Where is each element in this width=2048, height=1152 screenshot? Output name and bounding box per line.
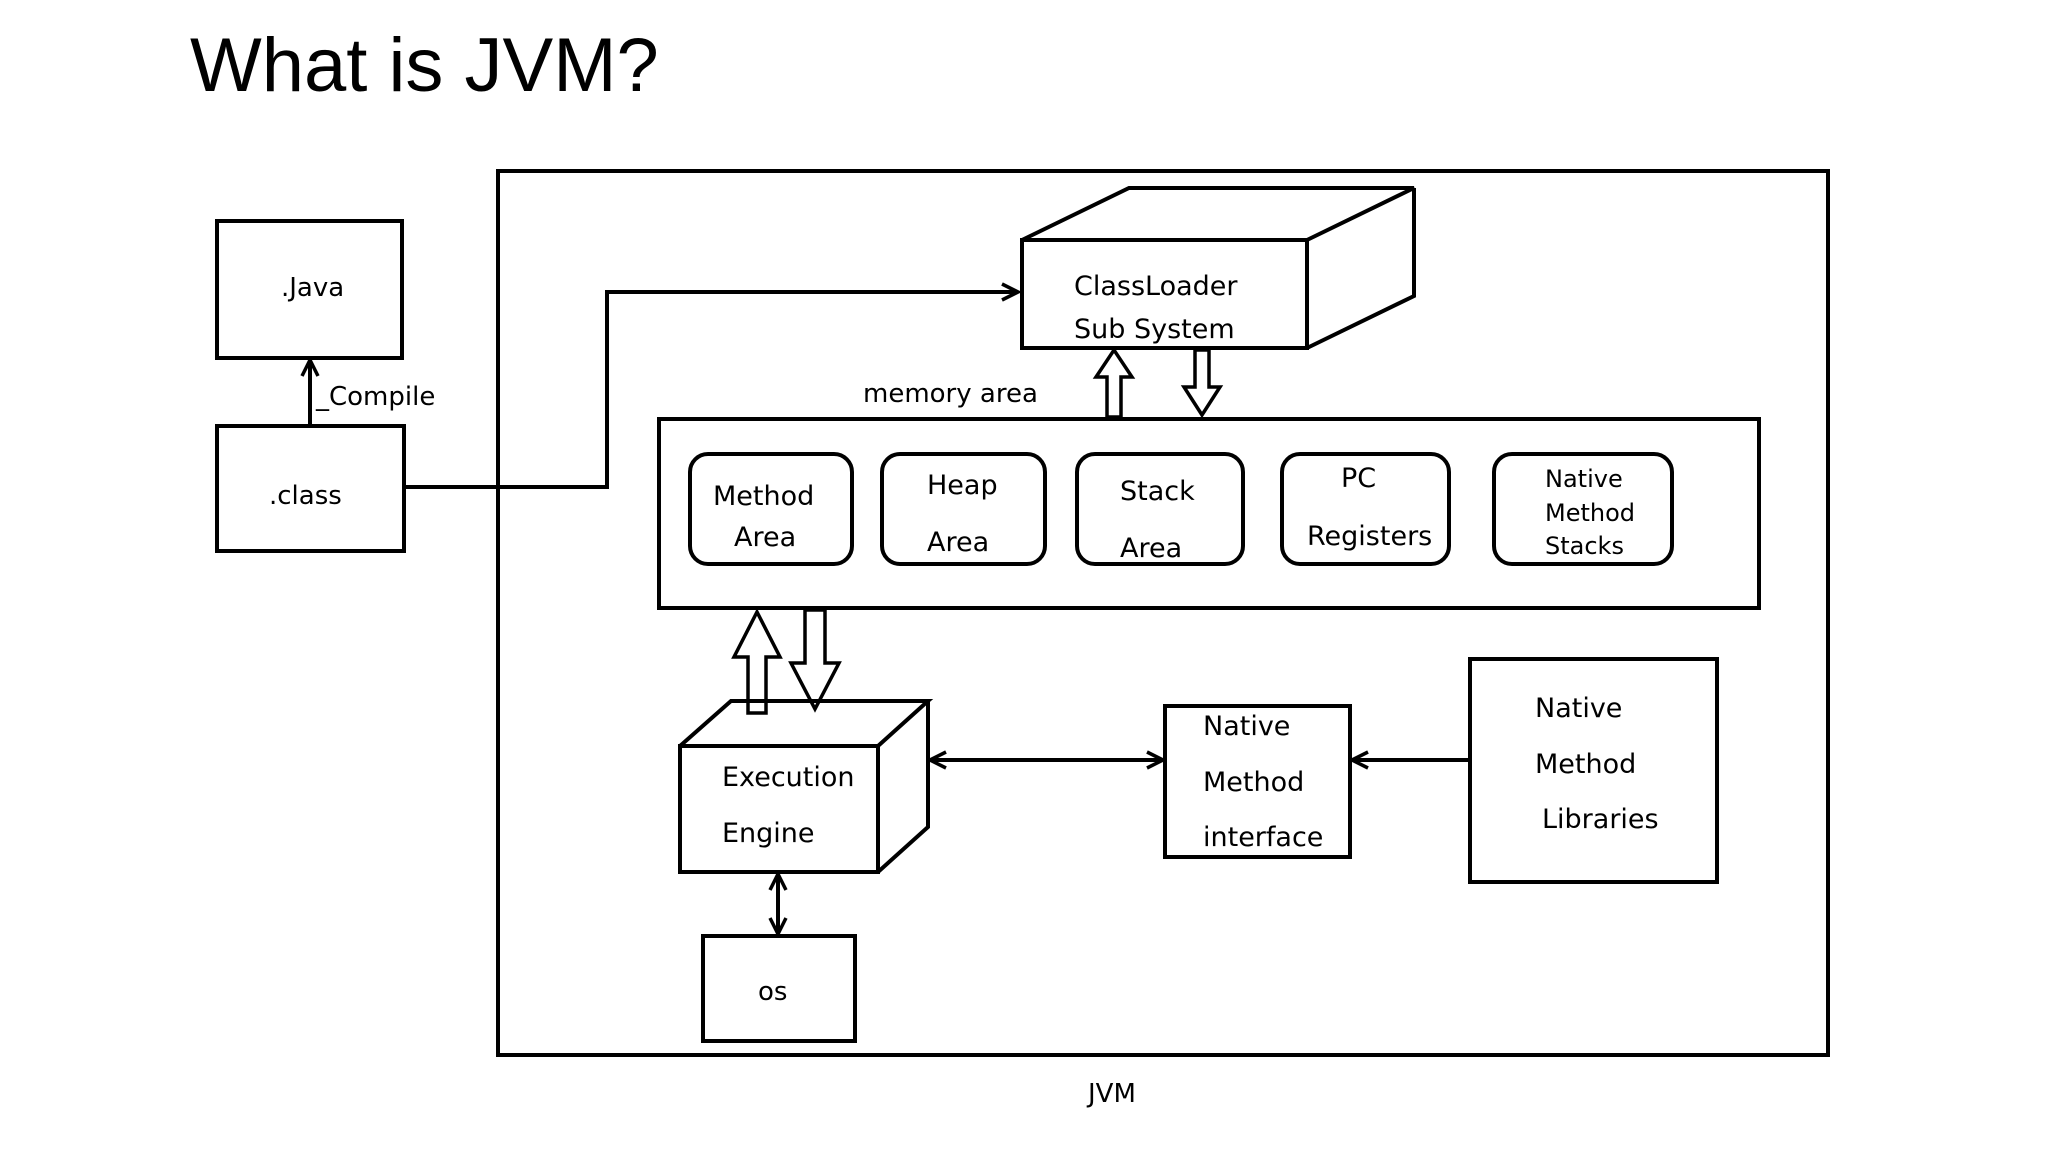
os-label: os [758,977,787,1007]
compile-label: _Compile [315,382,435,412]
native-method-interface-label: Method [1203,767,1304,798]
jvm-boundary-box [496,169,1830,1057]
classloader-label: Sub System [1074,314,1235,345]
pc-registers-label: PC [1341,463,1376,494]
method-area-label: Method [713,481,814,512]
native-method-stacks-box [1492,452,1674,566]
native-method-libraries-label: Native [1535,693,1622,724]
native-method-libraries-label: Method [1535,749,1636,780]
jvm-label: JVM [1086,1079,1136,1109]
execution-engine-label: Engine [722,818,815,849]
java-file-label: .Java [281,273,344,303]
native-method-interface-label: Native [1203,711,1290,742]
pc-registers-box [1280,452,1451,566]
heap-area-label: Heap [927,470,998,501]
memory-area-box [657,417,1761,610]
hollow-arrow-down-icon [1180,348,1224,419]
native-method-interface-label: interface [1203,822,1323,853]
class-file-label: .class [269,481,342,511]
native-method-libraries-box [1468,657,1719,884]
hollow-arrow-up-icon [1092,346,1136,419]
stack-area-box [1075,452,1245,566]
stack-area-label: Stack [1120,476,1195,507]
heap-area-label: Area [927,527,989,558]
native-method-stacks-label: Native [1545,465,1623,493]
native-method-stacks-label: Stacks [1545,532,1624,560]
hollow-arrow-down-icon [788,608,842,713]
method-area-box [688,452,854,566]
heap-area-box [880,452,1047,566]
native-method-libraries-label: Libraries [1542,804,1659,835]
classloader-box [1020,186,1416,350]
class-to-classloader-arrow [402,292,1018,489]
pc-registers-label: Registers [1307,521,1432,552]
native-method-interface-box [1163,704,1352,859]
page-title: What is JVM? [190,23,659,108]
classloader-label: ClassLoader [1074,271,1238,302]
stack-area-label: Area [1120,533,1182,564]
execution-engine-label: Execution [722,762,855,793]
native-method-stacks-label: Method [1545,499,1635,527]
hollow-arrow-up-icon [731,608,783,715]
method-area-label: Area [734,522,796,553]
os-box [701,934,857,1043]
memory-area-label: memory area [863,379,1038,409]
